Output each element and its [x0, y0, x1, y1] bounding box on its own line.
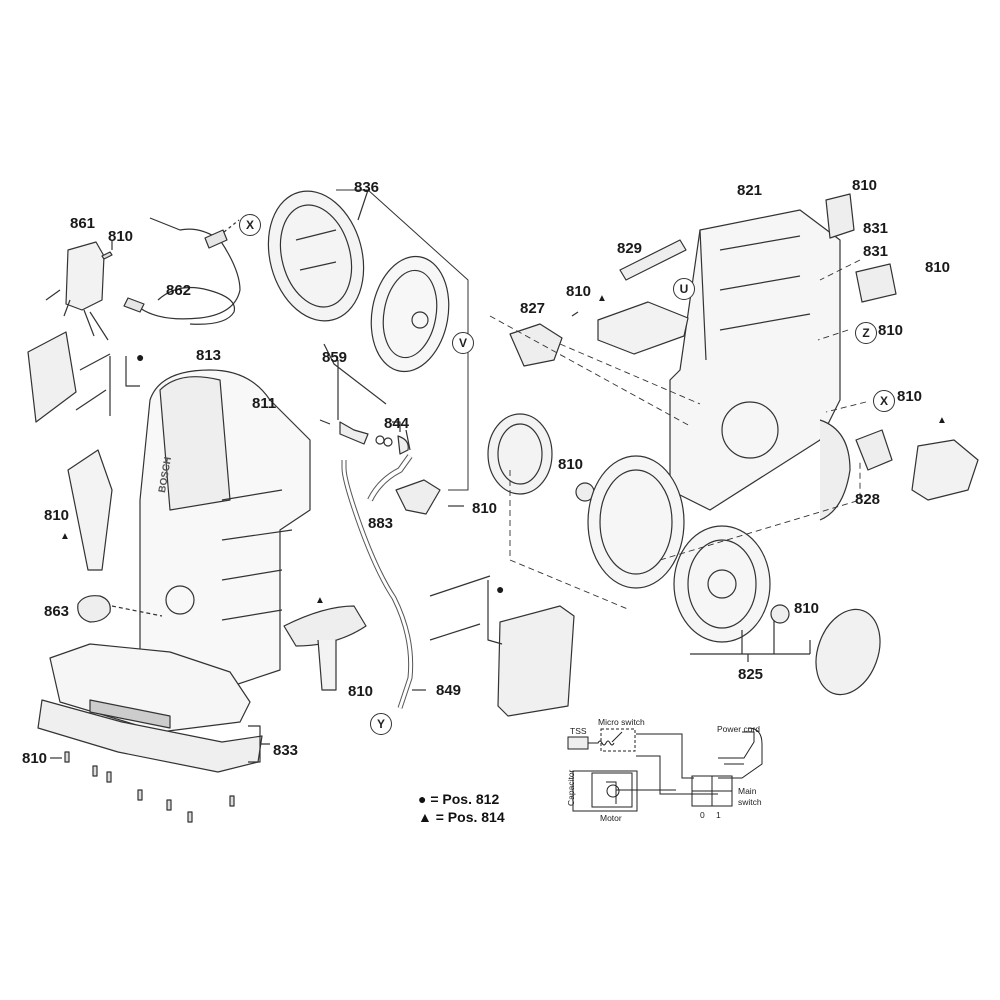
part-label: 836	[354, 179, 380, 196]
part-label: 861	[70, 215, 96, 232]
part-label: 862	[166, 282, 192, 299]
ref-marker-v: V	[452, 332, 474, 354]
part-836-hose-reel-back	[267, 190, 365, 322]
wiring-label-main-switch-2: switch	[738, 797, 762, 807]
triangle-symbol-814-center: ▲	[315, 595, 325, 606]
part-821-housing	[669, 209, 851, 521]
ref-marker-x2: X	[873, 390, 895, 412]
wiring-label-motor: Motor	[600, 813, 622, 823]
part-label: 810	[852, 177, 878, 194]
wiring-label-main-switch-1: Main	[738, 786, 757, 796]
ref-marker-y: Y	[370, 713, 392, 735]
part-label: 810	[108, 228, 134, 245]
part-836-hose-reel-front	[370, 255, 450, 373]
part-label: 833	[273, 742, 299, 759]
part-828-socket	[855, 429, 893, 471]
part-827-socket	[509, 323, 563, 367]
part-831-clip-top	[825, 193, 855, 239]
part-bracket	[395, 479, 441, 515]
part-861-switch-block	[45, 241, 109, 341]
part-hub-lower	[770, 604, 790, 624]
part-label: 821	[737, 182, 763, 199]
triangle-symbol-814-left: ▲	[60, 531, 70, 542]
part-grille-right	[497, 605, 575, 717]
part-cover-814	[597, 301, 689, 355]
triangle-symbol-814-right: ▲	[937, 415, 947, 426]
part-grille-left	[27, 331, 77, 423]
wiring-label-pos1: 1	[716, 810, 721, 820]
part-cover-right-814	[911, 439, 979, 501]
part-label: 829	[617, 240, 643, 257]
legend: ● = Pos. 812 ▲ = Pos. 814	[418, 790, 505, 826]
part-label: 831	[863, 243, 889, 260]
legend-circle-entry: ● = Pos. 812	[418, 791, 500, 807]
part-label: 810	[22, 750, 48, 767]
part-label: 810	[794, 600, 820, 617]
part-label: 844	[384, 415, 410, 432]
part-label: 810	[472, 500, 498, 517]
ref-marker-z: Z	[855, 322, 877, 344]
triangle-symbol-814-top: ▲	[597, 293, 607, 304]
wiring-label-micro-switch: Micro switch	[598, 717, 645, 727]
part-859-844-fittings	[319, 343, 411, 455]
wiring-label-power-cord: Power cord	[717, 724, 760, 734]
part-813-811-housing	[139, 369, 311, 691]
part-label: 831	[863, 220, 889, 237]
part-label: 849	[436, 682, 462, 699]
part-829-strip	[619, 239, 687, 281]
legend-triangle-entry: ▲ = Pos. 814	[418, 809, 505, 825]
part-label: 828	[855, 491, 881, 508]
part-label: 827	[520, 300, 546, 317]
ref-marker-u: U	[673, 278, 695, 300]
part-label: 811	[252, 395, 277, 412]
part-825-wheel-upper	[587, 455, 685, 589]
part-label: 863	[44, 603, 70, 620]
part-label: 810	[558, 456, 584, 473]
ref-marker-x: X	[239, 214, 261, 236]
part-label: 810	[348, 683, 374, 700]
part-label: 883	[368, 515, 394, 532]
part-825-wheel-lower	[673, 525, 771, 643]
part-label: 825	[738, 666, 764, 683]
part-label: 810	[925, 259, 951, 276]
part-handle-814	[283, 605, 367, 647]
part-cover-left	[67, 449, 113, 571]
screws-810-base	[64, 751, 235, 823]
part-label: 859	[322, 349, 348, 366]
part-label: 813	[196, 347, 222, 364]
part-label: 810	[878, 322, 904, 339]
part-hubcap	[815, 608, 881, 696]
part-label: 810	[566, 283, 592, 300]
wiring-label-capacitor: Capacitor	[566, 769, 576, 806]
wiring-diagram	[567, 727, 763, 812]
part-label: 810	[44, 507, 70, 524]
wiring-label-pos0: 0	[700, 810, 705, 820]
part-833-base	[37, 643, 270, 773]
circle-symbol-812-left: ●	[136, 349, 145, 365]
part-862-power-cord	[123, 217, 241, 325]
part-label: 810	[897, 388, 923, 405]
part-831-clip-bottom	[855, 263, 897, 303]
part-863-knob	[77, 595, 111, 623]
circle-symbol-812-right: ●	[496, 581, 505, 597]
wiring-label-tss: TSS	[570, 726, 587, 736]
